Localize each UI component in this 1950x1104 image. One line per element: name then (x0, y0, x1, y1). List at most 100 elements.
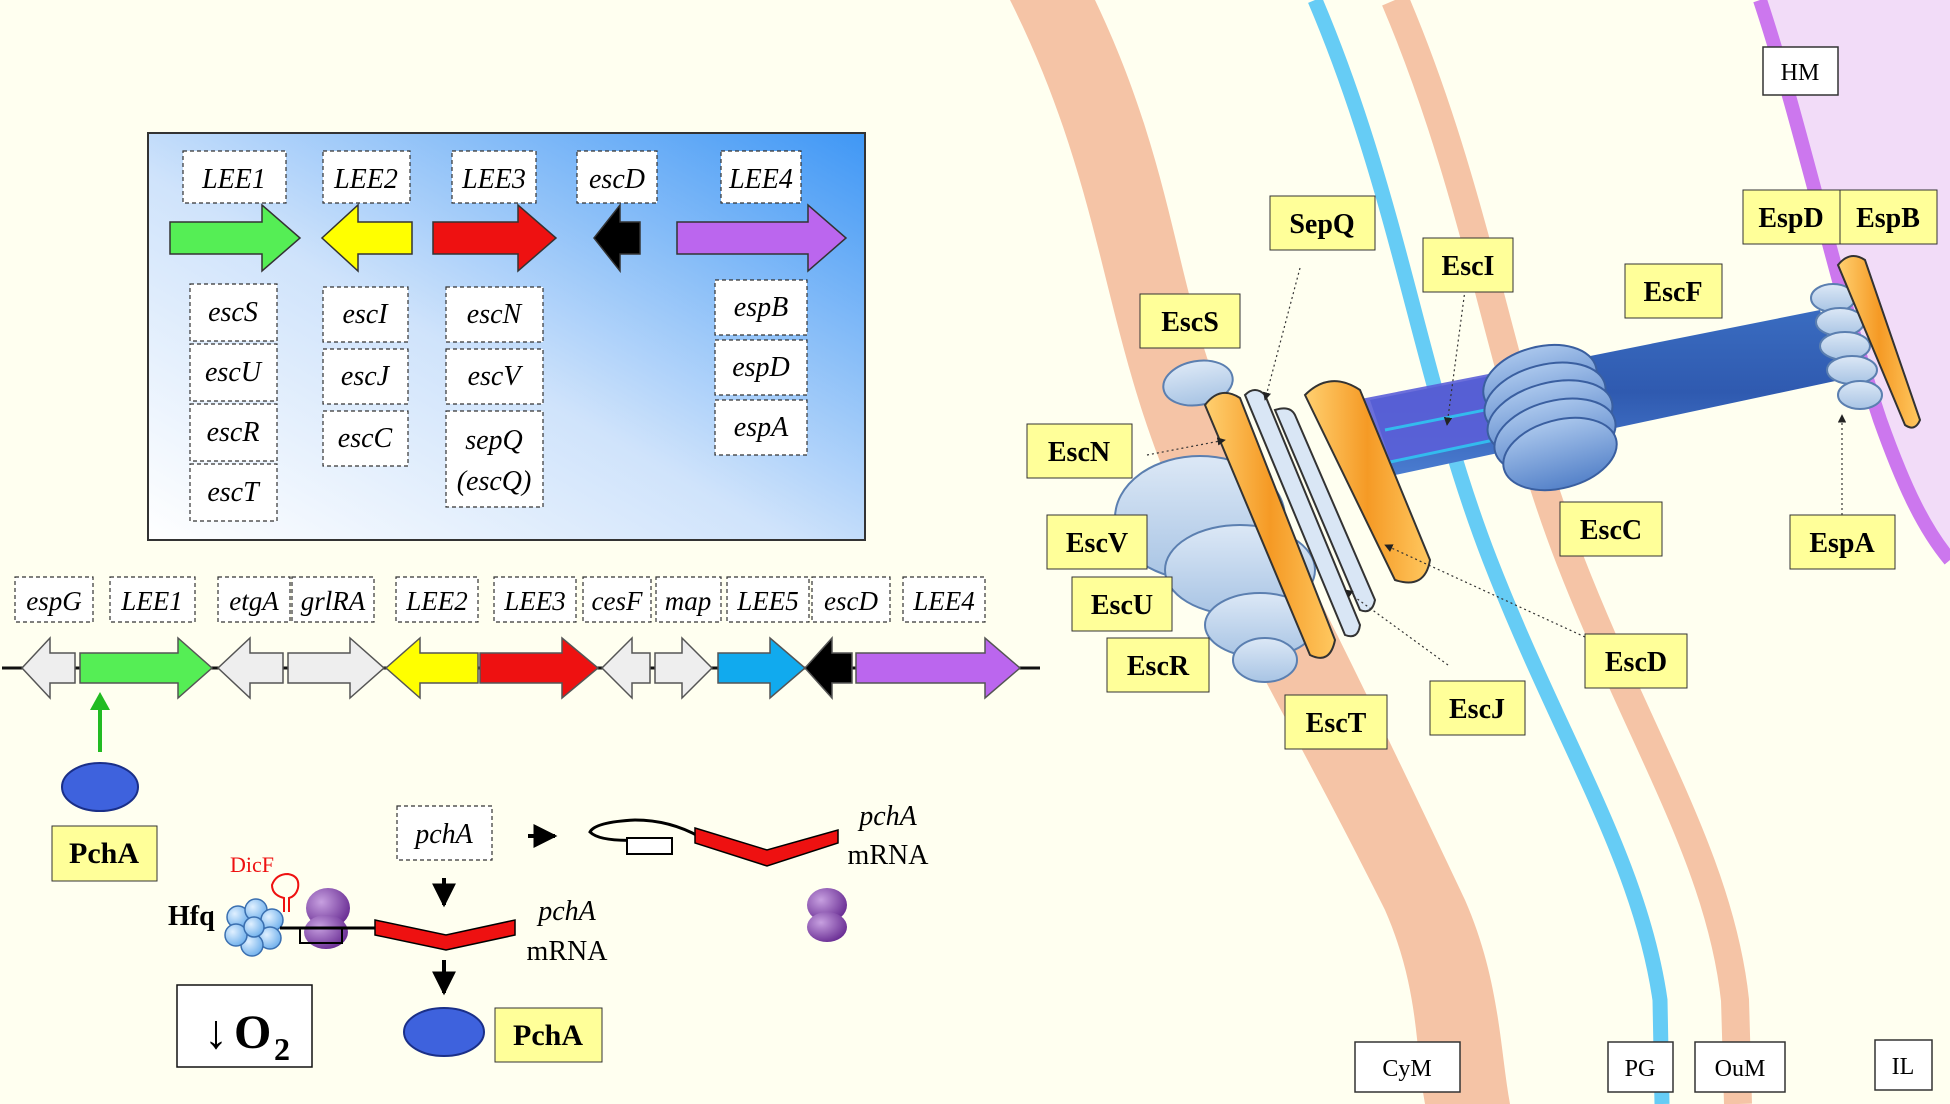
map-label-lee2: LEE2 (395, 576, 479, 623)
label-oum: OuM (1694, 1041, 1786, 1093)
map-label-lee5: LEE5 (726, 576, 810, 623)
svg-text:2: 2 (274, 1031, 290, 1067)
gene-box-espa: espA (714, 399, 808, 456)
svg-text:↓: ↓ (204, 1006, 228, 1059)
map-arrow-etga (216, 636, 284, 700)
peptidoglycan-layer (1308, 0, 1670, 1104)
svg-text:escJ: escJ (341, 361, 391, 392)
map-label-map: map (655, 576, 722, 623)
label-escs: EscS (1139, 293, 1241, 349)
svg-text:escN: escN (467, 299, 523, 330)
operon-arrow-lee4 (676, 203, 848, 273)
gene-box-sepq: sepQ (escQ) (445, 410, 544, 508)
operon-label-lee3: LEE3 (451, 150, 537, 204)
mrna-with-stemloop (588, 818, 839, 867)
svg-text:EscC: EscC (1580, 515, 1642, 546)
mrna-label-bottom-italic: pchA (536, 896, 596, 927)
map-label-espg: espG (14, 576, 94, 623)
label-escj: EscJ (1429, 680, 1526, 736)
operon-arrow-escd (593, 202, 641, 274)
svg-text:espB: espB (734, 292, 788, 323)
pcha-activation-arrowhead (90, 692, 110, 710)
svg-text:EscI: EscI (1442, 251, 1495, 282)
label-escd: EscD (1584, 633, 1688, 689)
svg-text:espA: espA (734, 412, 789, 443)
mrna-label-top-italic: pchA (857, 801, 917, 832)
label-hm: HM (1762, 46, 1839, 96)
label-pg: PG (1607, 1041, 1674, 1093)
operon-box: LEE1 LEE2 LEE3 escD LEE4 escS (147, 132, 866, 541)
svg-text:escV: escV (468, 361, 524, 392)
svg-text:HM: HM (1781, 60, 1820, 86)
mrna-label-top-word: mRNA (848, 840, 930, 871)
operon-label-lee2: LEE2 (322, 150, 411, 204)
escj-ring (1273, 407, 1377, 613)
mrna-red-bound (374, 919, 516, 951)
svg-text:EspD: EspD (1758, 203, 1823, 234)
oxygen-box: ↓ O 2 (176, 984, 313, 1068)
svg-text:escI: escI (342, 299, 389, 330)
svg-text:EscN: EscN (1048, 437, 1110, 468)
svg-text:EscD: EscD (1605, 647, 1667, 678)
map-arrow-lee5 (717, 636, 807, 700)
svg-text:(escQ): (escQ) (457, 466, 532, 497)
svg-text:LEE2: LEE2 (333, 164, 398, 195)
outer-membrane (1382, 0, 1752, 1104)
gene-box-esct: escT (189, 463, 278, 522)
label-escf: EscF (1624, 263, 1723, 319)
svg-text:PchA: PchA (69, 837, 139, 870)
operon-arrow-lee2 (320, 203, 413, 273)
svg-text:LEE4: LEE4 (912, 586, 975, 616)
label-escv: EscV (1046, 514, 1148, 570)
svg-text:LEE1: LEE1 (120, 586, 183, 616)
escn-ring (1203, 391, 1337, 659)
t3ss-needle-complex (1114, 255, 1922, 683)
map-arrow-grlra (287, 636, 386, 700)
operon-label-lee1: LEE1 (182, 150, 287, 204)
svg-text:PchA: PchA (513, 1019, 583, 1052)
membrane-labels: HM CyM PG OuM IL (1354, 46, 1933, 1093)
svg-text:pchA: pchA (413, 819, 473, 850)
svg-text:EscS: EscS (1161, 307, 1219, 338)
svg-text:LEE5: LEE5 (736, 586, 799, 616)
escd-ring (1303, 380, 1432, 584)
pcha-regulation: PchA pchA pchA mRNA Hfq (51, 762, 930, 1068)
gene-box-espb: espB (714, 279, 808, 336)
map-label-grlra: grlRA (291, 576, 375, 623)
svg-text:LEE1: LEE1 (201, 164, 266, 195)
map-arrow-lee3 (479, 636, 600, 700)
svg-text:escT: escT (207, 477, 261, 508)
svg-text:EscR: EscR (1127, 651, 1190, 682)
pcha-label-bottom: PchA (494, 1007, 603, 1063)
pcha-gene-box: pchA (396, 805, 493, 861)
map-label-etga: etgA (217, 576, 291, 623)
map-label-lee4: LEE4 (902, 576, 986, 623)
svg-text:espG: espG (26, 586, 82, 616)
label-esci: EscI (1422, 237, 1514, 293)
operon-arrow-lee3 (432, 203, 558, 273)
map-arrow-cesf (600, 636, 651, 700)
mrna-label-bottom-word: mRNA (527, 936, 609, 967)
svg-text:map: map (665, 586, 712, 616)
svg-text:escD: escD (589, 164, 645, 195)
svg-text:escC: escC (338, 423, 393, 454)
lee-gene-map: espG LEE1 etgA grlRA LEE2 LEE3 cesF map (2, 576, 1040, 752)
dicf-srna (270, 872, 300, 912)
svg-text:EscT: EscT (1306, 708, 1367, 739)
svg-text:sepQ: sepQ (465, 425, 523, 456)
svg-text:PG: PG (1625, 1056, 1656, 1082)
map-label-lee1: LEE1 (109, 576, 196, 623)
svg-text:EscF: EscF (1643, 277, 1702, 308)
svg-text:IL: IL (1892, 1054, 1915, 1080)
svg-text:escS: escS (208, 297, 258, 328)
label-espa: EspA (1789, 514, 1896, 570)
gene-box-escr: escR (189, 403, 278, 462)
svg-text:escR: escR (207, 417, 260, 448)
espa-tip (1810, 283, 1883, 410)
rbs-box-bound (299, 927, 343, 944)
svg-text:espD: espD (732, 352, 790, 383)
svg-text:escU: escU (205, 357, 263, 388)
svg-text:etgA: etgA (229, 586, 279, 616)
svg-text:SepQ: SepQ (1289, 209, 1354, 240)
